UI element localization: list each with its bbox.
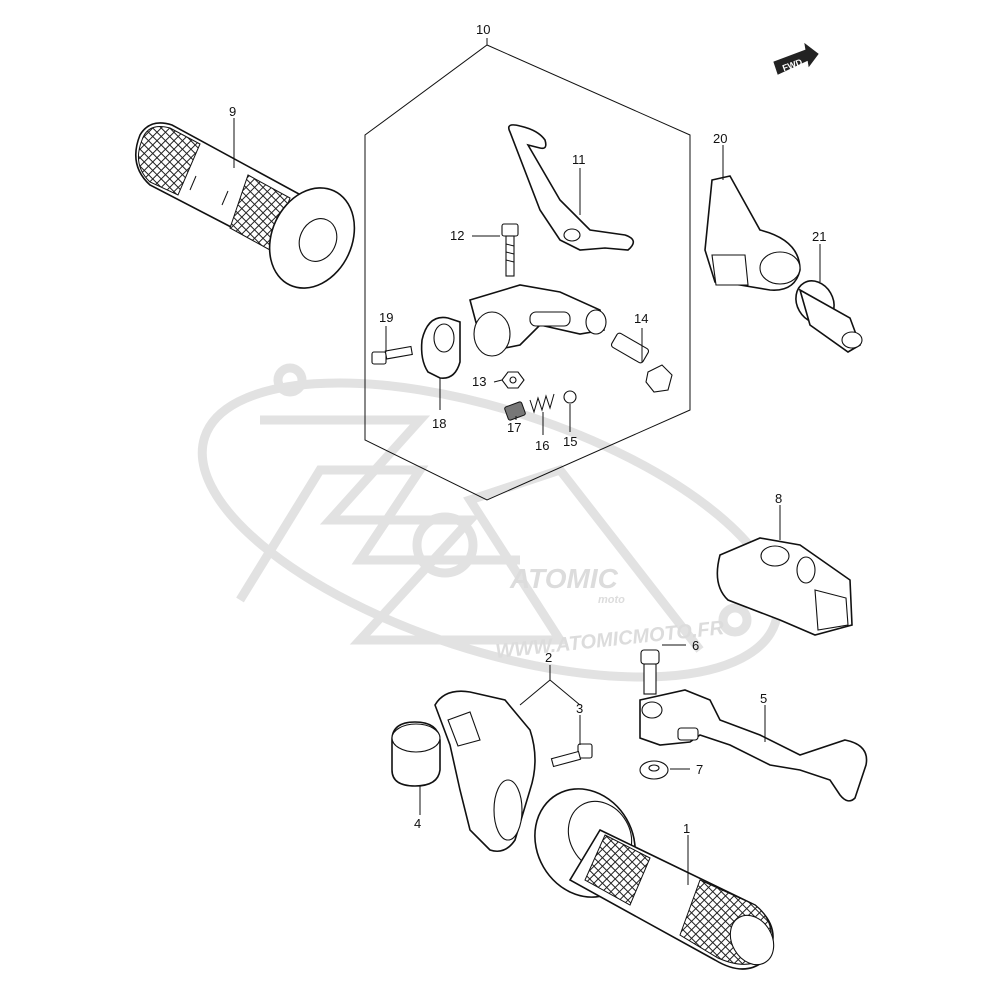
callout-18: 18 bbox=[432, 416, 446, 431]
callout-3: 3 bbox=[576, 701, 583, 716]
watermark-url: WWW.ATOMICMOTO.FR bbox=[494, 617, 725, 663]
callout-14: 14 bbox=[634, 311, 648, 326]
boot-8-part bbox=[716, 537, 853, 636]
callout-1: 1 bbox=[683, 821, 690, 836]
callout-9: 9 bbox=[229, 104, 236, 119]
watermark-brand: ATOMIC bbox=[509, 563, 619, 594]
watermark-brand-sub: moto bbox=[598, 594, 625, 606]
callout-16: 16 bbox=[535, 438, 549, 453]
callout-20: 20 bbox=[713, 131, 727, 146]
lever-bracket-part bbox=[469, 284, 607, 357]
grip-left-part bbox=[134, 122, 356, 289]
cover-20-part bbox=[704, 175, 801, 291]
adjuster-14-part bbox=[610, 332, 673, 393]
nut-7-part bbox=[639, 760, 669, 780]
callout-6: 6 bbox=[692, 638, 699, 653]
lever-11-part bbox=[507, 124, 635, 251]
assembly-outline bbox=[364, 44, 691, 501]
callout-7: 7 bbox=[696, 762, 703, 777]
nut-13-part bbox=[501, 371, 525, 389]
bolt-19-part bbox=[371, 345, 413, 365]
ball-15-part bbox=[563, 390, 577, 404]
callout-21: 21 bbox=[812, 229, 826, 244]
callout-4: 4 bbox=[414, 816, 421, 831]
callout-labels: 10 9 11 12 20 21 14 19 13 18 17 16 15 8 … bbox=[229, 22, 826, 836]
watermark-logo: ATOMIC moto WWW.ATOMICMOTO.FR bbox=[197, 363, 783, 682]
callout-2: 2 bbox=[545, 650, 552, 665]
grip-right-part bbox=[534, 788, 775, 970]
callout-15: 15 bbox=[563, 434, 577, 449]
screw-3-part bbox=[550, 743, 593, 768]
lever-5-part bbox=[639, 689, 868, 802]
callout-17: 17 bbox=[507, 420, 521, 435]
clamp-18-part bbox=[420, 316, 461, 379]
pivot-bolt-6-part bbox=[640, 649, 660, 695]
spring-16-part bbox=[529, 393, 555, 414]
collar-4-part bbox=[391, 721, 441, 787]
fwd-arrow-badge: FWD bbox=[773, 42, 819, 75]
bolt-12-part bbox=[501, 223, 519, 277]
throttle-housing-2-part bbox=[434, 690, 536, 853]
leader-lines bbox=[233, 38, 821, 885]
cable-adjuster-21-part bbox=[795, 280, 863, 353]
callout-8: 8 bbox=[775, 491, 782, 506]
set-screw-17-part bbox=[504, 401, 526, 421]
callout-5: 5 bbox=[760, 691, 767, 706]
callout-12: 12 bbox=[450, 228, 464, 243]
callout-19: 19 bbox=[379, 310, 393, 325]
callout-11: 11 bbox=[572, 152, 586, 167]
callout-10: 10 bbox=[476, 22, 490, 37]
callout-13: 13 bbox=[472, 374, 486, 389]
